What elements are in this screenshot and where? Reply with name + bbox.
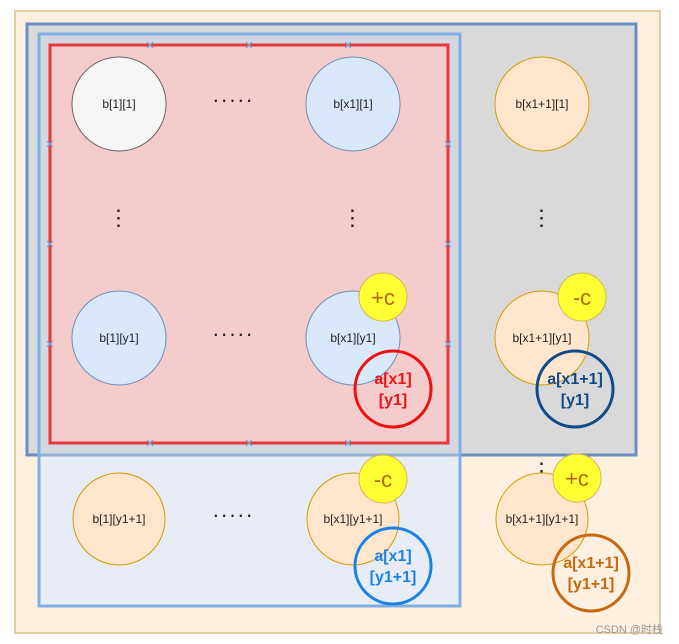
op-minus-top-label: -c (573, 285, 591, 310)
a-x1p1-y1-line2: [y1] (561, 392, 589, 409)
node-b-1-y1 (71, 290, 167, 386)
op-minus-bottom-label: -c (374, 467, 392, 492)
op-plus-bottom (552, 453, 602, 503)
a-x1-y1p1-ring (353, 526, 433, 606)
op-plus-top (358, 272, 408, 322)
a-x1p1-y1-ring (535, 349, 615, 429)
node-b-1-y1-label: b[1][y1] (99, 331, 138, 345)
a-x1-y1p1-line1: a[x1] (374, 548, 411, 565)
a-x1-y1-ring (353, 349, 433, 429)
ellipsis-col1: ⋮ (108, 205, 131, 230)
watermark: CSDN @时栈 (596, 622, 663, 636)
node-b-x1-1-label: b[x1][1] (333, 97, 372, 111)
ellipsis-rowy1: ····· (212, 321, 254, 346)
ellipsis-row1: ····· (212, 87, 254, 112)
red-region-markers (46, 41, 452, 447)
ellipsis-rowy1p1: ····· (212, 502, 254, 527)
ellipsis-colx1: ⋮ (342, 205, 365, 230)
node-b-x1p1-y1-label: b[x1+1][y1] (512, 331, 571, 345)
node-b-x1-1 (305, 56, 401, 152)
op-minus-top (557, 272, 607, 322)
a-x1p1-y1p1-ring (551, 533, 631, 613)
a-x1-y1-line2: [y1] (379, 392, 407, 409)
node-b-1-y1p1 (72, 472, 166, 566)
node-b-x1-y1-label: b[x1][y1] (330, 331, 375, 345)
node-b-1-y1p1-label: b[1][y1+1] (92, 512, 145, 526)
node-b-x1-y1p1-label: b[x1][y1+1] (323, 512, 382, 526)
op-minus-bottom (358, 454, 408, 504)
op-plus-bottom-label: +c (565, 466, 589, 491)
a-x1p1-y1p1-line1: a[x1+1] (563, 555, 619, 572)
ellipsis-colx1p1: ⋮ (531, 205, 554, 230)
node-b-1-1-label: b[1][1] (102, 97, 135, 111)
a-x1p1-y1-line1: a[x1+1] (547, 371, 603, 388)
a-x1-y1p1-line2: [y1+1] (370, 569, 417, 586)
op-plus-top-label: +c (371, 285, 395, 310)
node-b-x1p1-1-label: b[x1+1][1] (515, 97, 568, 111)
node-b-x1p1-1 (494, 56, 590, 152)
a-x1p1-y1p1-line2: [y1+1] (568, 576, 615, 593)
node-b-1-1 (71, 56, 167, 152)
a-x1-y1-line1: a[x1] (374, 371, 411, 388)
node-b-x1p1-y1p1-label: b[x1+1][y1+1] (506, 512, 579, 526)
